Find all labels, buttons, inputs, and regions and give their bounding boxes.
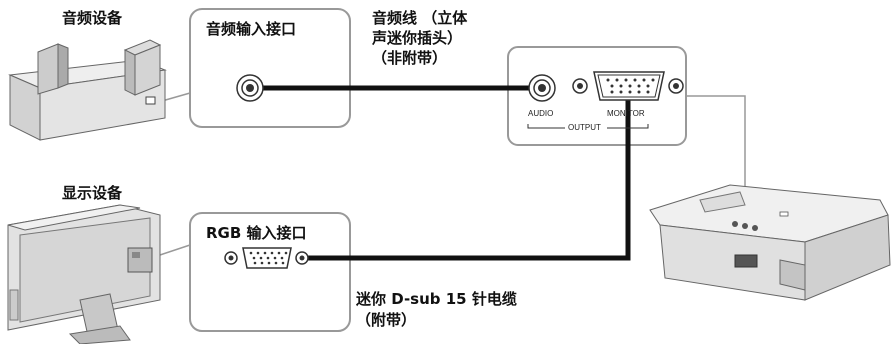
audio-input-port-label: 音频输入接口: [206, 20, 297, 38]
vga-cable: [300, 90, 631, 261]
rgb-input-callout-box: [189, 212, 351, 332]
display-device-icon: [7, 204, 161, 344]
audio-port-label: AUDIO: [528, 109, 554, 118]
audio-device-icon: [8, 39, 167, 141]
audio-cable-label-line2: 声迷你插头）: [372, 29, 463, 47]
rgb-input-port-label: RGB 输入接口: [206, 224, 307, 242]
output-label: OUTPUT: [568, 123, 601, 132]
audio-output-jack-icon: [528, 74, 556, 102]
audio-cable-label-line1: 音频线 （立体: [372, 9, 468, 27]
display-device-label: 显示设备: [62, 184, 123, 202]
output-bracket-left: [527, 124, 565, 129]
vga-cable-label-line2: （附带）: [356, 311, 417, 329]
rgb-callout-pointer: [159, 244, 191, 256]
projector-icon: [649, 184, 891, 301]
output-bracket-right: [607, 124, 649, 129]
audio-input-callout-box: [189, 8, 351, 128]
audio-device-label: 音频设备: [62, 9, 123, 27]
vga-cable-label-line1: 迷你 D-sub 15 针电缆: [356, 290, 517, 308]
monitor-output-port-icon: [572, 71, 684, 101]
audio-input-jack-icon: [236, 74, 264, 102]
rgb-input-port-icon: [224, 247, 309, 269]
monitor-port-label: MONITOR: [607, 109, 645, 118]
audio-cable-label-line3: （非附带）: [372, 49, 448, 67]
